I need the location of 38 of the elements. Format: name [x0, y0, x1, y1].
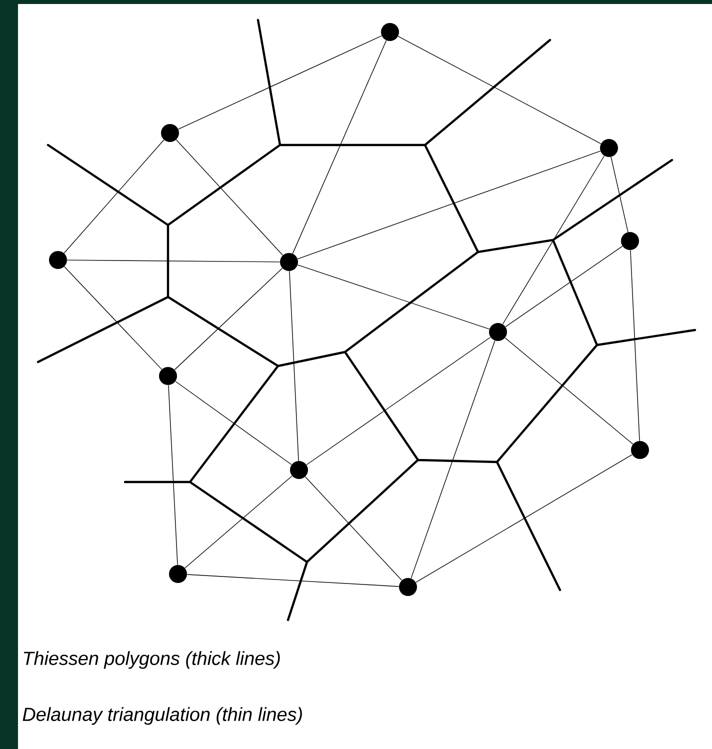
- point-marker: [381, 23, 399, 41]
- point-marker: [489, 323, 507, 341]
- delaunay-edge: [610, 156, 628, 232]
- point-marker: [399, 578, 417, 596]
- caption-text: Thiessen polygons (thick lines): [24, 651, 280, 669]
- delaunay-edge: [410, 340, 496, 579]
- delaunay-edge: [178, 35, 382, 130]
- point-marker: [161, 124, 179, 142]
- delaunay-edge: [64, 140, 164, 254]
- point-marker: [600, 139, 618, 157]
- delaunay-edge: [630, 250, 640, 442]
- delaunay-edge: [398, 36, 602, 144]
- delaunay-edge: [416, 454, 632, 583]
- delaunay-edge: [289, 270, 299, 462]
- point-marker: [290, 461, 308, 479]
- delaunay-edge: [64, 266, 162, 370]
- caption-text: Delaunay triangulation (thin lines): [22, 707, 302, 725]
- point-marker: [159, 367, 177, 385]
- delaunay-edge: [297, 150, 601, 260]
- delaunay-edge: [297, 264, 490, 330]
- delaunay-edge: [175, 381, 292, 465]
- delaunay-edge: [505, 246, 623, 328]
- delaunay-edge: [304, 476, 402, 581]
- delaunay-edge: [66, 260, 280, 262]
- point-marker: [280, 253, 298, 271]
- point-marker: [631, 441, 649, 459]
- point-marker: [169, 565, 187, 583]
- delaunay-edge: [176, 139, 284, 256]
- delaunay-edge: [184, 476, 292, 568]
- point-marker: [621, 232, 639, 250]
- point-marker: [49, 251, 67, 269]
- delaunay-edge: [186, 574, 400, 587]
- delaunay-edge: [174, 268, 283, 370]
- delaunay-edge: [292, 40, 387, 254]
- delaunay-edge: [502, 156, 605, 324]
- delaunay-edge: [504, 338, 634, 444]
- delaunay-edge: [306, 336, 491, 466]
- delaunay-edge: [168, 384, 178, 566]
